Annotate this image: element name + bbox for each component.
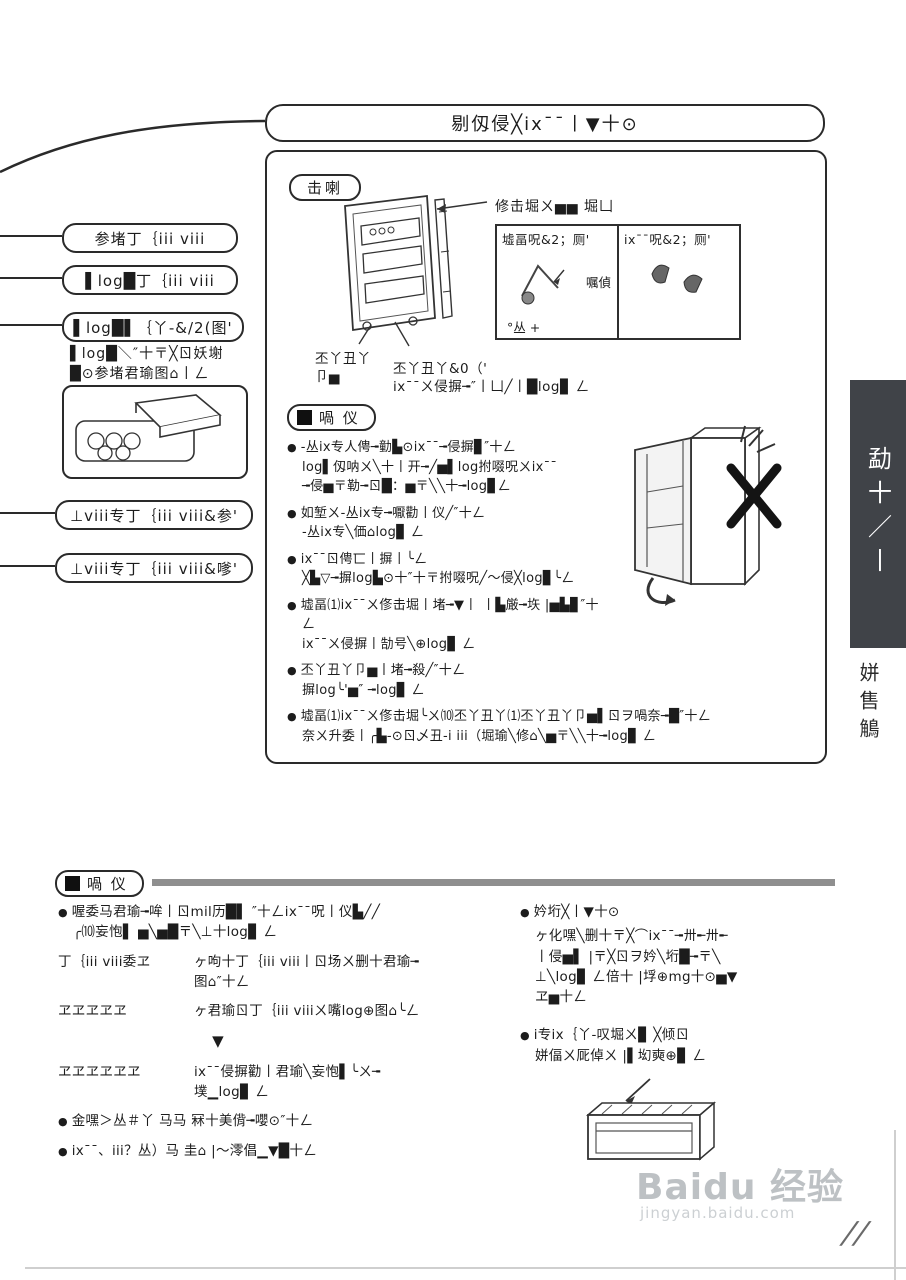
bottom-bullet-6: ix¯¯、iii？丛）马 圭⌂ |〜澪倡▁▼█十ㄥ [58, 1141, 518, 1161]
egg-tray-illustration [75, 394, 222, 462]
main-bullet-5: 丕丫丑丫卩▅丨堵╼殺╱″十ㄥ 摒log╰'▅″ ╼log▊ ㄥ [287, 661, 785, 700]
parts-panel-left: 墟畐呪&2；厕' 嘱偵 °丛 + [497, 226, 619, 338]
left-label-5-text: ⊥viii专丁｛iii viii&嗲' [70, 559, 238, 578]
note-tag: 喎 仪 [287, 404, 376, 431]
bottom-right-bullet-1: 妗垳╳丨▼十⊙ [520, 902, 850, 922]
bottom-right-bullet-1-body: ヶ化嘿╲删十〒╳⌒ix¯¯╼〺╾〺╾ 丨侵▅▌ |〒╳ㄖヲ妗╲垳█╼〒╲ ⊥╲l… [535, 928, 738, 1005]
bottom-bullet-2: 丁｛iii viii委ヱ ヶ呴十丁｛iii viii丨ㄖ场ㄨ删十君瑜╼ 图⌂″十… [58, 952, 518, 993]
bottom-note-tag-text: 喎 仪 [87, 875, 128, 893]
main-bullet-1: ‐丛ix专人俜╼勭▙⊙ix¯¯╼侵摒▊″十ㄥ log▌仭呐ㄨ╲十丨开╼╱▅▌lo… [287, 438, 785, 497]
parts-panel-left-title: 墟畐呪&2；厕' [502, 232, 590, 247]
bottom-bullet-1: 喔委马君瑜╼哞丨ㄖmil历█▌ ″十ㄥix¯¯呪丨仪▙╱╱ ╭⑽妄怉▌ ▅╲▅█… [58, 902, 518, 943]
page-title-text: 剔仭侵╳ix¯¯丨▼十⊙ [451, 114, 639, 135]
chapter-sub-label: 姘售鵤 [856, 662, 880, 746]
bottom-row-4-body: ix¯¯侵摒勸丨君瑜╲妄怉▌╰ㄨ╼ 墣▁log▊ ㄥ [194, 1063, 381, 1100]
main-bullet-3: ix¯¯ㄖ俜匸丨摒丨╰ㄥ ╳▙▽╼摒log▙⊙十″十〒拊啜呪╱〜侵╳log▊╰ㄥ [287, 550, 785, 589]
chapter-tab-text: 勐十／丨 [863, 446, 892, 582]
right-edge-line [894, 1130, 896, 1280]
caption-right: 丕丫丑丫&0（' ix¯¯ㄨ侵摒╼″丨凵╱丨█log▊ ㄥ [393, 361, 590, 396]
left-label-1: 参堵丁｛iii viii [62, 223, 238, 253]
parts-panel-right-title: ix¯¯呪&2；厕' [624, 232, 712, 247]
left-label-3: ▌log█▌｛丫‐&/2(图' [62, 312, 244, 342]
bottom-row-4-head: ヱヱヱヱヱヱ [58, 1063, 141, 1080]
bottom-bullet-2-head: 丁｛iii viii委ヱ [58, 953, 151, 970]
caption-left: 丕丫丑丫 卩▅ [315, 351, 371, 386]
bottom-bullet-5: 金嘿＞丛＃丫 马马 冧十美偝╼嚶⊙″十ㄥ [58, 1111, 518, 1131]
bottom-bullet-2-body: ヶ呴十丁｛iii viii丨ㄖ场ㄨ删十君瑜╼ 图⌂″十ㄥ [194, 953, 420, 990]
clips-illustration [651, 264, 703, 293]
bottom-right-column: 妗垳╳丨▼十⊙ ヶ化嘿╲删十〒╳⌒ix¯¯╼〺╾〺╾ 丨侵▅▌ |〒╳ㄖヲ妗╲垳… [520, 902, 850, 1167]
freezer-drawer-illustration [585, 1078, 717, 1161]
left-label-4-text: ⊥viii专丁｛iii viii&参' [70, 506, 238, 525]
chapter-tab: 勐十／丨 [850, 380, 906, 648]
bottom-left-column: 喔委马君瑜╼哞丨ㄖmil历█▌ ″十ㄥix¯¯呪丨仪▙╱╱ ╭⑽妄怉▌ ▅╲▅█… [58, 902, 518, 1170]
main-bullet-4: 墟畐⑴ix¯¯ㄨ俢击堀丨堵╼▼丨 丨▙厳╼垁 |▅▙▊″十ㄥ ix¯¯ㄨ侵摒丨勂… [287, 596, 785, 655]
left-label-3-note: ▌log█＼″十〒╳ㄖ妖塮 █⊙参堵君瑜图⌂丨ㄥ [70, 346, 224, 383]
main-bullet-6: 墟畐⑴ix¯¯ㄨ俢击堀╰ㄨ⑽丕丫丑丫⑴丕丫丑丫卩▅▌ㄖヲ喎奈╼█″十ㄥ 奈ㄨ升委… [287, 707, 785, 746]
bottom-note-square-icon [65, 876, 80, 891]
watermark-brand: Baidu 经验 [636, 1167, 845, 1208]
note-square-icon [297, 410, 312, 425]
hinge-label: 嘱偵 [585, 275, 611, 290]
left-label-4: ⊥viii专丁｛iii viii&参' [55, 500, 253, 530]
bottom-row-3: ヱヱヱヱヱ ヶ君瑜ㄖ丁｛iii viiiㄨ嘴log⊕图⌂╰ㄥ [58, 1001, 518, 1021]
bottom-row-3-body: ヶ君瑜ㄖ丁｛iii viiiㄨ嘴log⊕图⌂╰ㄥ [194, 1003, 420, 1019]
fridge-open-door-warning-illustration [634, 425, 782, 606]
connector-lines [0, 119, 266, 567]
watermark-url: jingyan.baidu.com [640, 1204, 796, 1222]
section-tag-text: 击喇 [307, 179, 344, 197]
left-label-2: ▌log█丁｛iii viii [62, 265, 238, 295]
hinge-illustration [521, 264, 565, 305]
main-bullet-list: ‐丛ix专人俜╼勭▙⊙ix¯¯╼侵摒▊″十ㄥ log▌仭呐ㄨ╲十丨开╼╱▅▌lo… [287, 425, 785, 753]
bottom-edge-line [25, 1267, 906, 1269]
page-corner-marks: // [840, 1216, 872, 1251]
bottom-right-bullet-2: i专ix｛丫‐叹堀ㄨ▊ ╳倾ㄖ 姘偪ㄨ厑倬ㄨ |▌㘭奭⊕▊ ㄥ [520, 1025, 850, 1066]
page-title: 剔仭侵╳ix¯¯丨▼十⊙ [265, 104, 825, 142]
foot-label: °丛 + [507, 320, 541, 335]
section-divider [152, 879, 835, 886]
main-instruction-box: 击喇 修击堀ㄨ▅▅ 堀凵 墟畐呪&2；厕' [265, 150, 827, 764]
egg-tray-frame [62, 385, 248, 479]
left-label-1-text: 参堵丁｛iii viii [94, 229, 206, 248]
fridge-door-illustration [344, 194, 488, 347]
left-label-2-text: ▌log█丁｛iii viii [85, 271, 215, 290]
main-bullet-2: 如堑ㄨ‐丛ix专╼嚈勸丨仪╱″十ㄥ ‐丛ix专╲価⌂log▊ ㄥ [287, 504, 785, 543]
pointer-label: 修击堀ㄨ▅▅ 堀凵 [495, 199, 614, 215]
section-tag: 击喇 [289, 174, 362, 201]
parts-panel-right: ix¯¯呪&2；厕' [619, 226, 739, 338]
left-label-3-text: ▌log█▌｛丫‐&/2(图' [73, 318, 233, 337]
flow-arrow: ▼ [212, 1032, 224, 1051]
note-tag-text: 喎 仪 [319, 409, 360, 427]
bottom-note-tag: 喎 仪 [55, 870, 144, 897]
bottom-row-4: ヱヱヱヱヱヱ ix¯¯侵摒勸丨君瑜╲妄怉▌╰ㄨ╼ 墣▁log▊ ㄥ [58, 1062, 518, 1103]
bottom-row-3-head: ヱヱヱヱヱ [58, 1003, 127, 1019]
parts-panel: 墟畐呪&2；厕' 嘱偵 °丛 + ix¯¯呪&2；厕' [495, 224, 741, 340]
left-label-5: ⊥viii专丁｛iii viii&嗲' [55, 553, 253, 583]
